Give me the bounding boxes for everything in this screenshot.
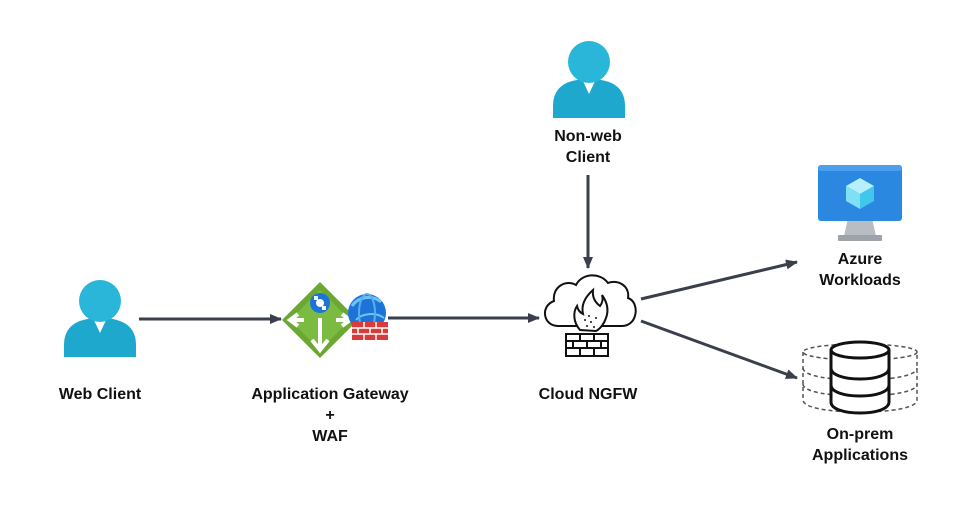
application-gateway-label-line-2: +: [325, 407, 335, 424]
application-gateway-label-line-1: Application Gateway: [251, 386, 409, 403]
azure-workloads-label-line-2: Workloads: [819, 272, 901, 289]
waf-globe-firewall-icon: [348, 293, 388, 340]
on-prem-applications-label-line-1: On-prem: [826, 426, 894, 443]
arrow-ngfw-to-azure: [640, 259, 798, 301]
non-web-client-label: Non-web Client: [528, 126, 648, 168]
cloud-ngfw-label-line-1: Cloud NGFW: [538, 386, 638, 403]
application-gateway-label-line-3: WAF: [312, 428, 348, 445]
azure-workloads-label: Azure Workloads: [795, 249, 925, 291]
web-client-label-line-1: Web Client: [58, 386, 142, 403]
cloud-firewall-icon: [544, 274, 637, 357]
cloud-ngfw-label: Cloud NGFW: [518, 384, 658, 405]
azure-workloads-label-line-1: Azure: [837, 251, 883, 268]
non-web-client-label-line-1: Non-web: [554, 128, 622, 145]
on-prem-applications-label-line-2: Applications: [811, 447, 908, 464]
non-web-client-label-line-2: Client: [565, 149, 611, 166]
application-gateway-label: Application Gateway + WAF: [215, 384, 445, 447]
arrow-ngfw-to-onprem: [640, 319, 798, 380]
virtual-machine-monitor-icon: [818, 165, 902, 241]
application-gateway-icon: [282, 282, 358, 358]
database-storage-icon: [802, 340, 918, 415]
web-client-user-icon: [64, 280, 136, 357]
on-prem-applications-label: On-prem Applications: [790, 424, 930, 466]
web-client-label: Web Client: [30, 384, 170, 405]
non-web-client-user-icon: [553, 41, 625, 118]
